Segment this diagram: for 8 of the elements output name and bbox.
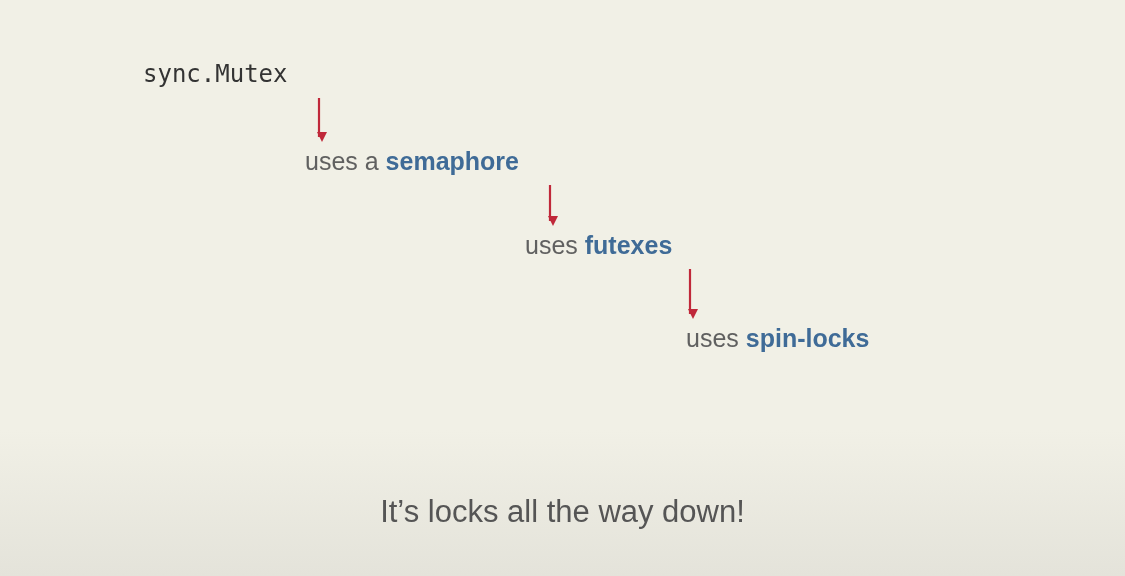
arrow [548,185,558,226]
arrow [317,98,327,142]
arrow [688,269,698,319]
code-label: sync.Mutex [143,58,288,90]
text-label: uses a semaphore [305,145,519,177]
text-label: uses futexes [525,229,673,261]
text-label: uses spin-locks [686,322,870,354]
caption: It’s locks all the way down! [380,494,745,530]
